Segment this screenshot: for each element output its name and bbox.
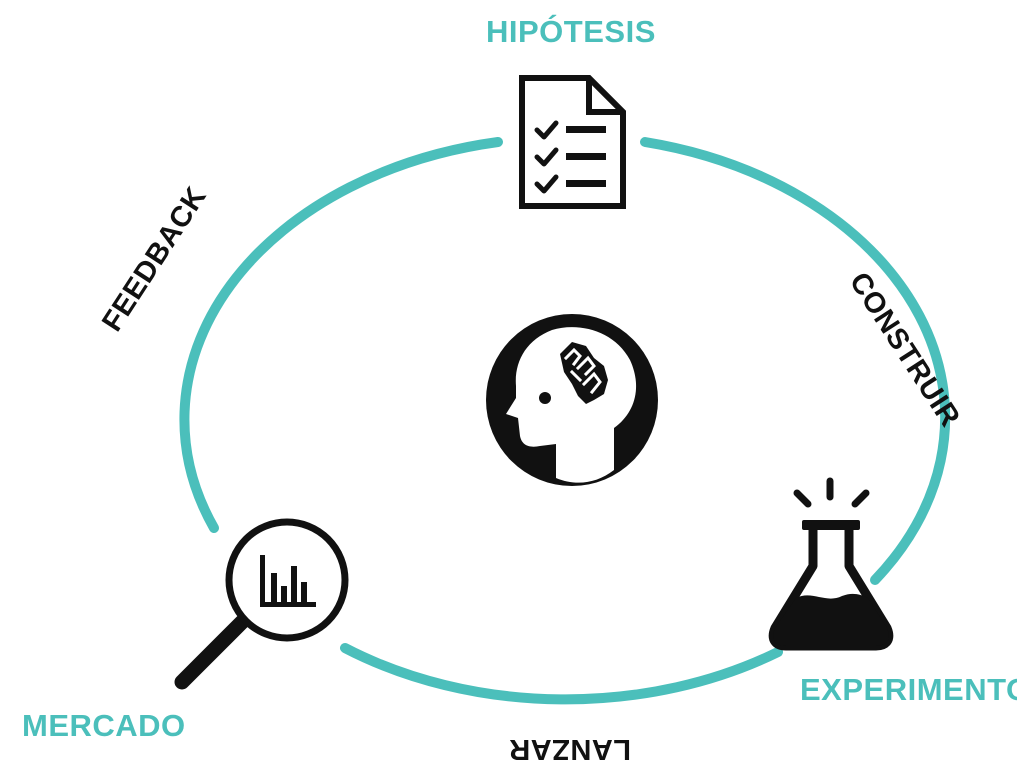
flask-spark [851, 489, 870, 508]
checklist-line [566, 180, 606, 187]
magnifier-lens [225, 518, 349, 642]
flask-liquid [773, 593, 889, 646]
chart-bar [291, 566, 297, 602]
bar-chart-icon [260, 555, 316, 607]
checklist-document-icon [519, 75, 626, 209]
chart-bar [301, 582, 307, 602]
checklist-lines [566, 126, 606, 187]
node-label-hipotesis: HIPÓTESIS [486, 14, 656, 49]
checkmark [534, 147, 559, 167]
checklist-line [566, 153, 606, 160]
document-fold [586, 78, 623, 115]
flask-sparks [793, 477, 870, 508]
brain-fold [563, 347, 582, 367]
chart-bar [271, 573, 277, 602]
flask-spark [793, 489, 812, 508]
ring-arc-lanzar [340, 643, 783, 705]
node-label-experimento: EXPERIMENTO [800, 672, 1017, 707]
chart-bar [281, 586, 287, 602]
brain-folds [563, 347, 602, 395]
lab-flask-icon [768, 477, 894, 651]
cycle-ring [179, 137, 951, 705]
head-eye [539, 392, 551, 404]
head-brain-icon [486, 314, 658, 486]
chart-axis [260, 602, 316, 607]
magnifier-chart-icon [174, 518, 349, 690]
checkmarks [534, 120, 559, 194]
flask-rim [802, 520, 860, 530]
brain-fold [575, 355, 596, 377]
checklist-line [566, 126, 606, 133]
brain-fold [581, 371, 602, 395]
brain-icon [560, 342, 608, 404]
edge-label-lanzar: LANZAR [508, 733, 631, 765]
checkmark [534, 174, 559, 194]
ring-arc-construir [640, 137, 951, 585]
node-label-mercado: MERCADO [22, 708, 186, 743]
ring-arc-feedback [179, 137, 503, 533]
chart-axis [260, 555, 265, 607]
checkmark [534, 120, 559, 140]
brain-fold [569, 369, 583, 383]
magnifier-handle [174, 611, 253, 690]
